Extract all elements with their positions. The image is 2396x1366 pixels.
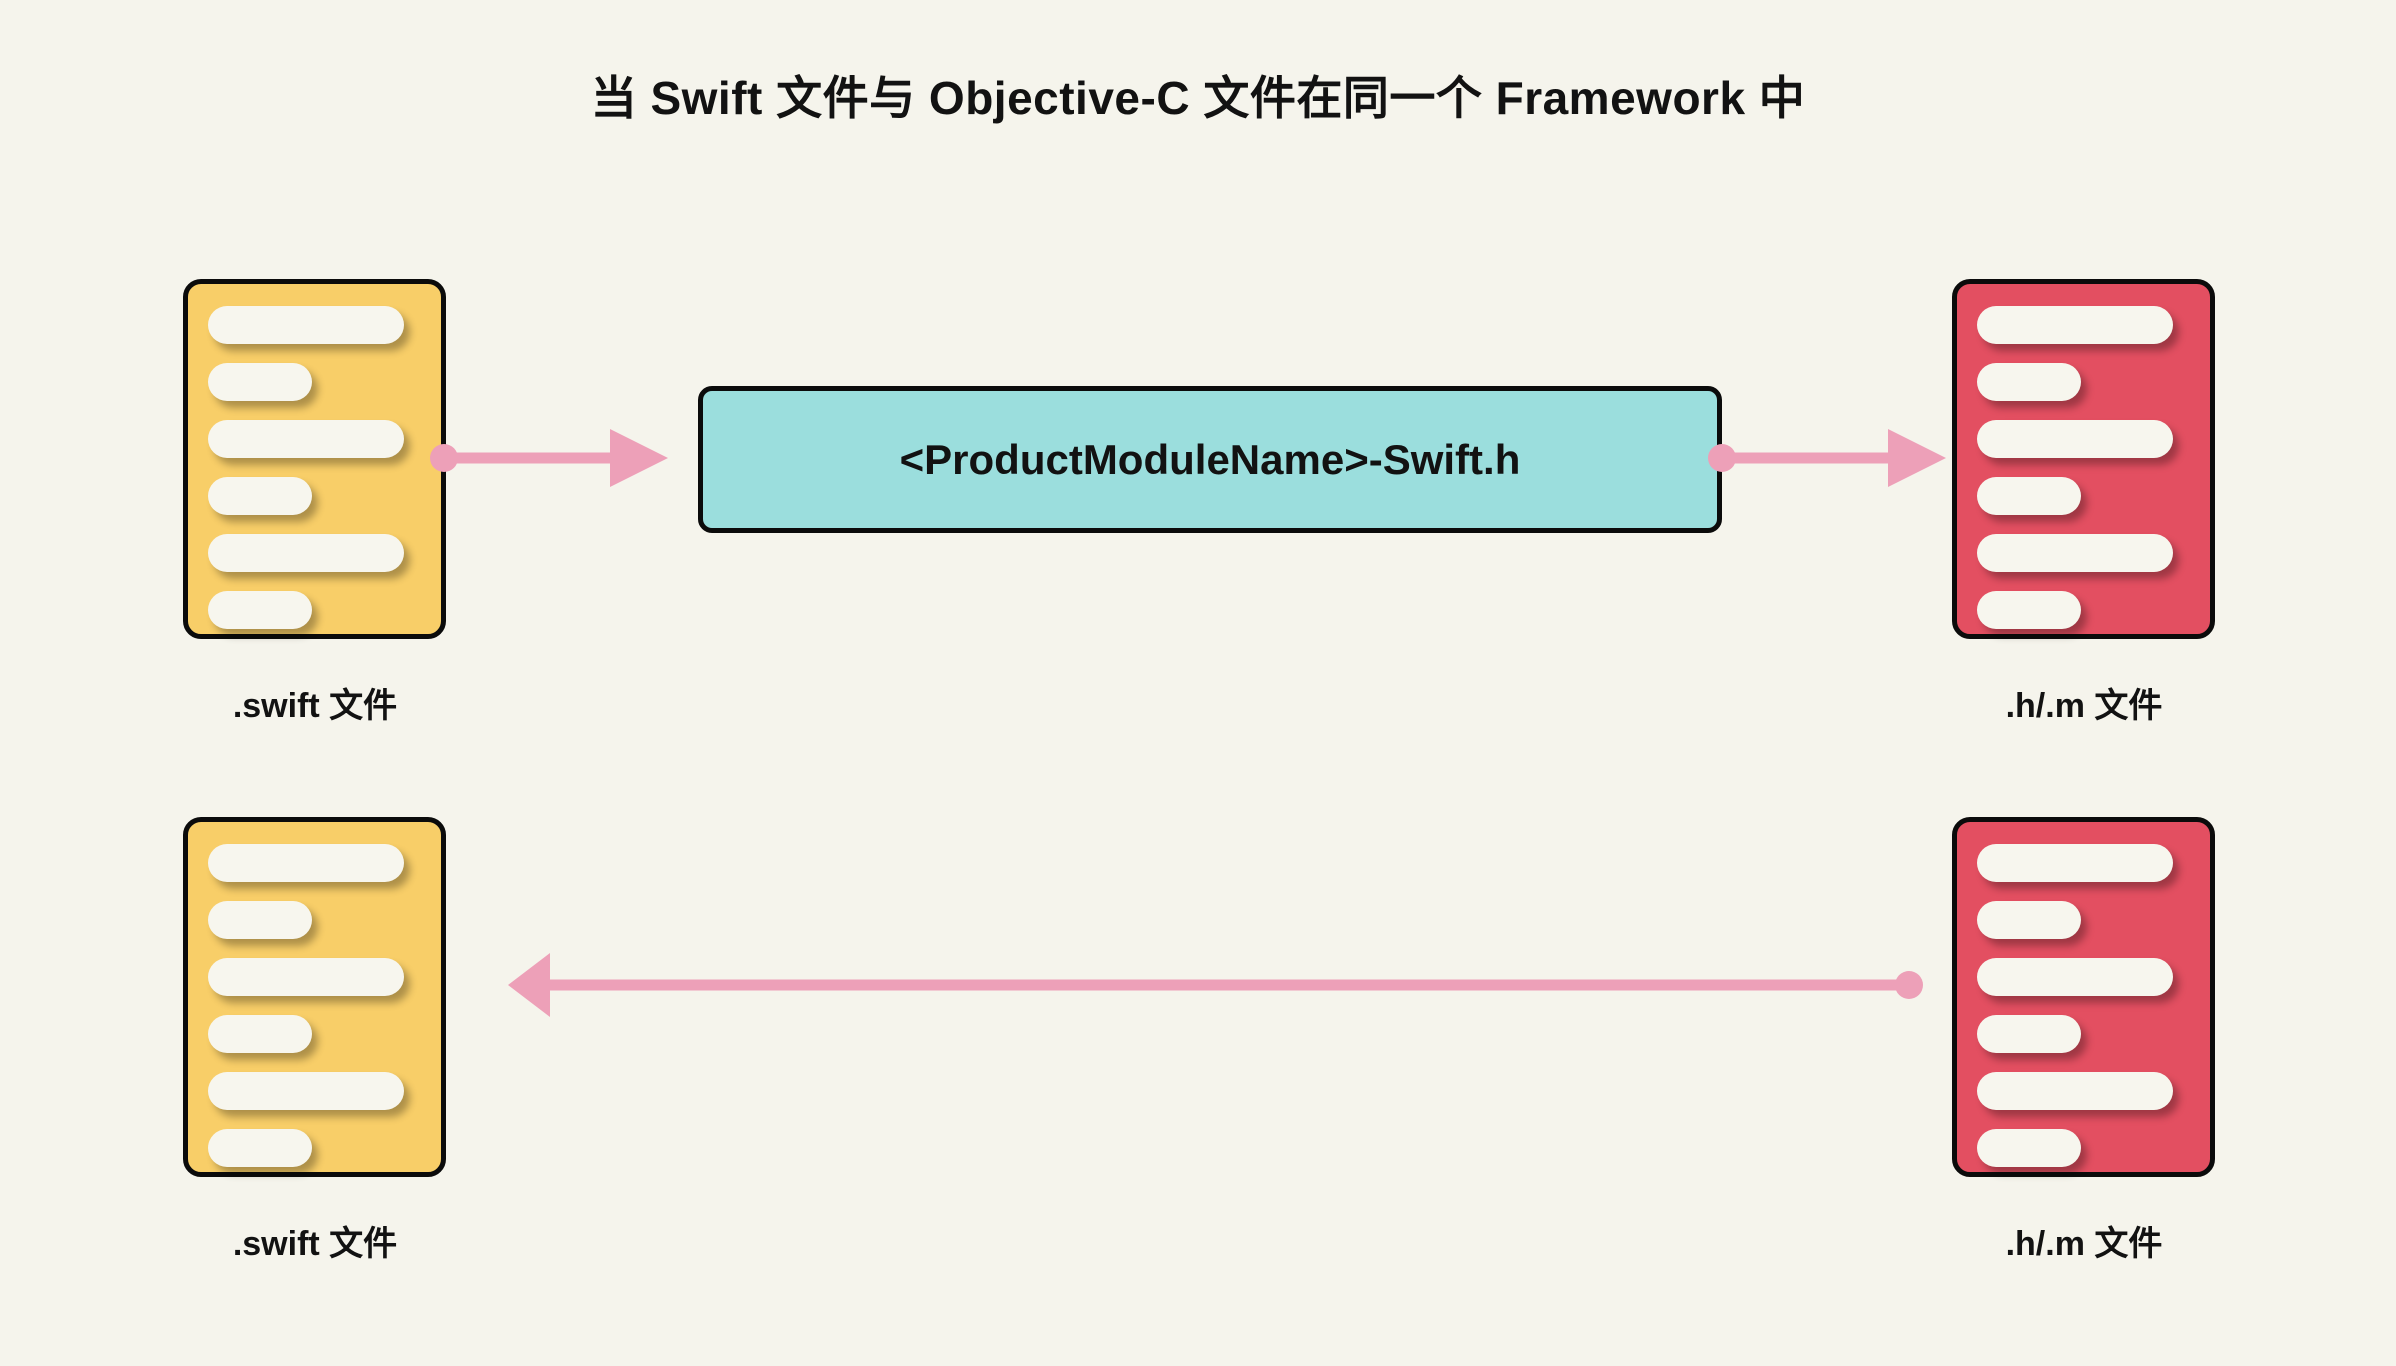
doc-line xyxy=(1977,958,2173,996)
connector-swift-to-module xyxy=(430,429,668,487)
arrowhead-right-icon xyxy=(1888,429,1946,487)
doc-line xyxy=(208,901,312,939)
doc-line xyxy=(208,1015,312,1053)
page-title: 当 Swift 文件与 Objective-C 文件在同一个 Framework… xyxy=(590,72,1806,124)
doc-line xyxy=(1977,420,2173,458)
product-module-header-box: <ProductModuleName>-Swift.h xyxy=(698,386,1722,533)
swift-document-card-top xyxy=(183,279,446,639)
doc-line xyxy=(208,844,404,882)
doc-line xyxy=(1977,534,2173,572)
doc-line xyxy=(208,958,404,996)
swift-card-caption-top: .swift 文件 xyxy=(232,687,398,725)
objc-card-caption-bottom: .h/.m 文件 xyxy=(2005,1225,2163,1263)
objc-document-card-top xyxy=(1952,279,2215,639)
doc-line xyxy=(208,1072,404,1110)
doc-line xyxy=(208,477,312,515)
objc-document-card-bottom xyxy=(1952,817,2215,1177)
doc-line xyxy=(1977,363,2081,401)
doc-line xyxy=(1977,901,2081,939)
doc-line xyxy=(208,420,404,458)
connector-objc-to-swift xyxy=(508,953,1923,1017)
swift-document-card-bottom xyxy=(183,817,446,1177)
swift-card-caption-bottom: .swift 文件 xyxy=(232,1225,398,1263)
doc-line xyxy=(1977,477,2081,515)
doc-line xyxy=(208,534,404,572)
doc-line xyxy=(1977,1129,2081,1167)
doc-line xyxy=(1977,1072,2173,1110)
objc-card-caption-top: .h/.m 文件 xyxy=(2005,687,2163,725)
doc-line xyxy=(208,306,404,344)
doc-line xyxy=(1977,306,2173,344)
doc-line xyxy=(208,363,312,401)
product-module-header-label: <ProductModuleName>-Swift.h xyxy=(899,435,1521,483)
doc-line xyxy=(208,1129,312,1167)
connector-start-dot xyxy=(1895,971,1923,999)
doc-line xyxy=(1977,844,2173,882)
arrowhead-right-icon xyxy=(610,429,668,487)
arrowhead-left-icon xyxy=(508,953,550,1017)
connector-module-to-objc xyxy=(1708,429,1946,487)
doc-line xyxy=(208,591,312,629)
doc-line xyxy=(1977,1015,2081,1053)
doc-line xyxy=(1977,591,2081,629)
